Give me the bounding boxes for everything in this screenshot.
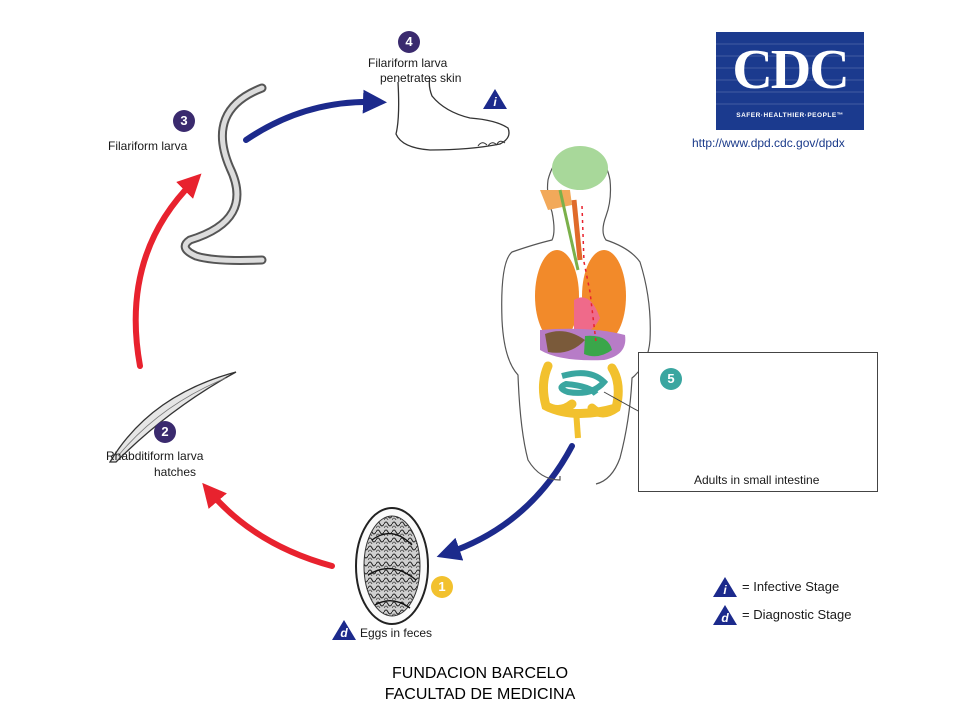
- stage-1-label: Eggs in feces: [360, 626, 433, 640]
- arrow-3-to-4: [243, 89, 387, 143]
- diagnostic-stage-marker-icon: d: [331, 619, 357, 641]
- stage-4-badge: 4: [398, 31, 420, 53]
- footer-line-1: FUNDACION BARCELO: [391, 665, 569, 682]
- infective-stage-marker-icon: i: [482, 88, 508, 110]
- foot-drawing: [395, 77, 510, 151]
- diagnostic-legend-icon: d: [712, 604, 738, 626]
- infective-legend-icon: i: [712, 576, 738, 598]
- stage-5-label: Adults in small intestine: [694, 473, 820, 487]
- stage-2-badge: 2: [154, 421, 176, 443]
- arrow-2-to-3: [132, 173, 202, 369]
- source-url[interactable]: http://www.dpd.cdc.gov/dpdx: [692, 136, 845, 150]
- stage-4-label-line2: penetrates skin: [380, 71, 462, 85]
- human-figure-drawing: [501, 146, 651, 485]
- logo-wordmark: CDC: [732, 39, 849, 101]
- stage-2-label-line2: hatches: [154, 465, 197, 479]
- legend-diagnostic-label: = Diagnostic Stage: [742, 607, 852, 622]
- footer-line-2: FACULTAD DE MEDICINA: [384, 686, 576, 703]
- stage-2-label-line1: Rhabditiform larva: [106, 449, 204, 463]
- stage-3-label: Filariform larva: [108, 139, 188, 153]
- stage-3-badge: 3: [173, 110, 195, 132]
- arrow-1-to-2: [202, 482, 335, 569]
- logo-tagline: SAFER·HEALTHIER·PEOPLE™: [736, 112, 844, 119]
- cdc-logo: CDC SAFER·HEALTHIER·PEOPLE™: [716, 32, 864, 130]
- rhabditiform-larva-drawing: [108, 371, 237, 463]
- legend-infective: i = Infective Stage: [712, 575, 912, 599]
- stage-1-badge: 1: [431, 576, 453, 598]
- legend-infective-label: = Infective Stage: [742, 579, 840, 594]
- stage-4-label-line1: Filariform larva: [368, 56, 448, 70]
- stage-5-badge: 5: [660, 368, 682, 390]
- footer-credit: FUNDACION BARCELO FACULTAD DE MEDICINA: [0, 663, 960, 705]
- filariform-larva-drawing: [180, 83, 267, 265]
- arrow-5-to-1: [436, 443, 575, 561]
- logo-bg: [716, 32, 864, 130]
- legend-diagnostic: d = Diagnostic Stage: [712, 603, 912, 627]
